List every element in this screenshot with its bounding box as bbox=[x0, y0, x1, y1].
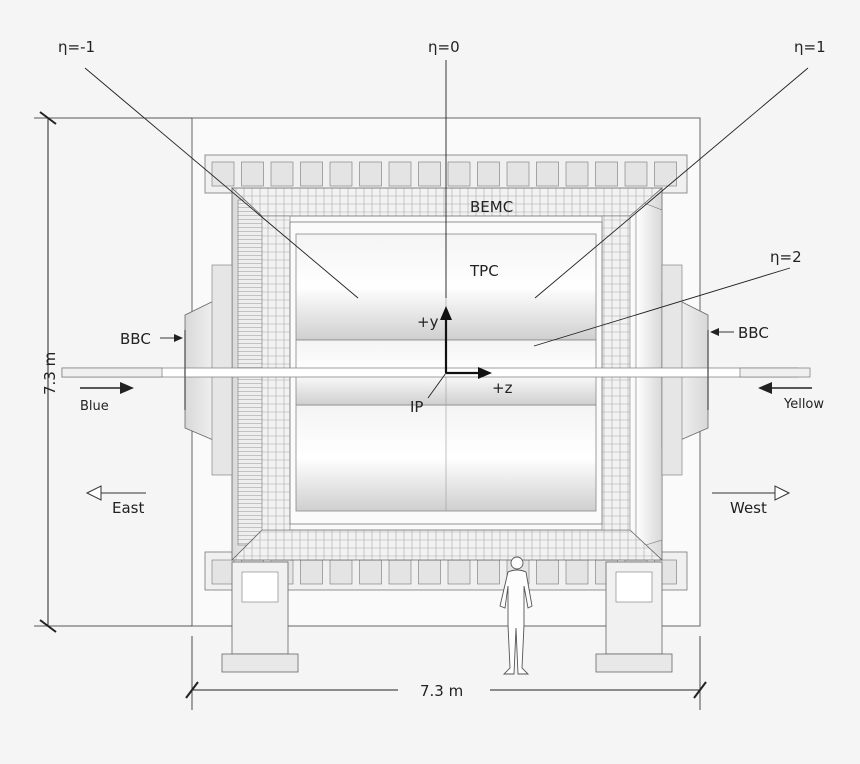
yoke-segment bbox=[270, 161, 294, 187]
label-axis-y: +y bbox=[417, 313, 439, 331]
person-scale-figure bbox=[499, 556, 533, 675]
yoke-segment bbox=[329, 161, 353, 187]
yoke-segment bbox=[477, 559, 500, 585]
yoke-segment bbox=[359, 559, 382, 585]
yoke-segment bbox=[536, 161, 559, 187]
bbc-left-arrow-icon bbox=[174, 334, 183, 342]
label-eta-1: η=1 bbox=[794, 38, 826, 56]
eta-minus1-line bbox=[84, 67, 359, 299]
label-bemc: BEMC bbox=[470, 198, 513, 216]
yoke-segment bbox=[388, 559, 412, 585]
label-width-dimension: 7.3 m bbox=[420, 682, 463, 700]
blue-beam-arrow-icon bbox=[120, 382, 134, 394]
bbc-right-arrow-icon bbox=[710, 328, 719, 336]
label-eta-0: η=0 bbox=[428, 38, 460, 56]
label-eta-2: η=2 bbox=[770, 248, 802, 266]
yoke-segment bbox=[300, 559, 323, 585]
east-arrow-icon bbox=[85, 485, 102, 501]
yoke-segment bbox=[418, 161, 441, 187]
label-bbc-right: BBC bbox=[738, 324, 769, 342]
support-stand-east bbox=[221, 561, 299, 673]
coordinate-axes bbox=[427, 306, 492, 399]
yoke-segment bbox=[359, 161, 382, 187]
label-ip: IP bbox=[410, 398, 423, 416]
height-dimension bbox=[34, 111, 192, 633]
yoke-segment bbox=[536, 559, 559, 585]
yoke-segment bbox=[241, 161, 264, 187]
label-axis-z: +z bbox=[492, 379, 513, 397]
eta-2-line bbox=[533, 267, 791, 347]
yoke-segment bbox=[211, 559, 235, 585]
yoke-segment bbox=[624, 161, 648, 187]
west-arrow-icon bbox=[774, 485, 791, 501]
yoke-segment bbox=[388, 161, 412, 187]
annotation-arrows bbox=[80, 328, 812, 501]
label-west: West bbox=[730, 499, 767, 517]
yoke-segment bbox=[654, 161, 677, 187]
yoke-segment bbox=[506, 161, 530, 187]
yoke-segment bbox=[565, 559, 589, 585]
label-bbc-left: BBC bbox=[120, 330, 151, 348]
yoke-segment bbox=[418, 559, 441, 585]
yoke-segment bbox=[447, 559, 471, 585]
label-eta-minus1: η=-1 bbox=[58, 38, 95, 56]
yoke-segment bbox=[300, 161, 323, 187]
yoke-segment bbox=[329, 559, 353, 585]
label-height-dimension: 7.3 m bbox=[41, 352, 59, 395]
label-east: East bbox=[112, 499, 144, 517]
label-tpc: TPC bbox=[469, 262, 499, 280]
label-yellow: Yellow bbox=[783, 397, 824, 412]
eta-lines bbox=[84, 60, 809, 347]
yoke-segment bbox=[565, 161, 589, 187]
beam-pipe bbox=[61, 330, 811, 410]
yellow-beam-arrow-icon bbox=[758, 382, 772, 394]
label-blue: Blue bbox=[80, 399, 109, 414]
support-stand-west bbox=[595, 561, 673, 673]
eta-1-line bbox=[534, 67, 809, 299]
yoke-segment bbox=[447, 161, 471, 187]
z-arrow-icon bbox=[478, 367, 492, 379]
yoke-segment bbox=[211, 161, 235, 187]
yoke-segment bbox=[477, 161, 500, 187]
ip-leader-line bbox=[427, 372, 447, 399]
yoke-segment bbox=[595, 161, 618, 187]
y-arrow-icon bbox=[440, 306, 452, 320]
